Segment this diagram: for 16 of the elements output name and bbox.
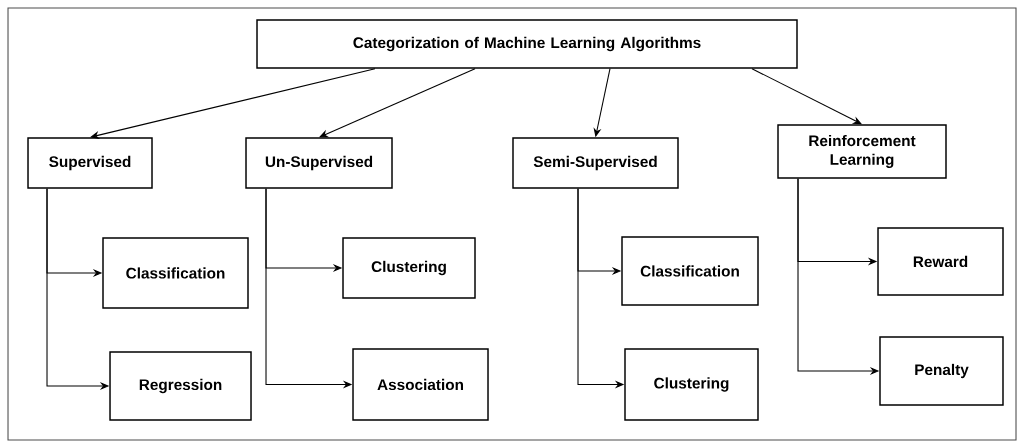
category-box: Semi-Supervised [512, 137, 679, 189]
category-box: Classification [621, 236, 759, 306]
arrow [90, 68, 376, 139]
category-box: Clustering [624, 348, 759, 421]
arrow [319, 68, 476, 138]
category-box: Un-Supervised [245, 137, 393, 189]
category-box: Reinforcement Learning [777, 124, 947, 179]
title-box: Categorization of Machine Learning Algorithms [256, 19, 798, 69]
category-box: Association [352, 348, 489, 421]
category-box: Regression [109, 351, 252, 421]
category-box: Reward [877, 227, 1004, 296]
category-box: Supervised [27, 137, 153, 189]
category-box: Clustering [342, 237, 476, 299]
category-box: Penalty [879, 336, 1004, 406]
category-box: Classification [102, 237, 249, 309]
arrow [751, 68, 862, 125]
